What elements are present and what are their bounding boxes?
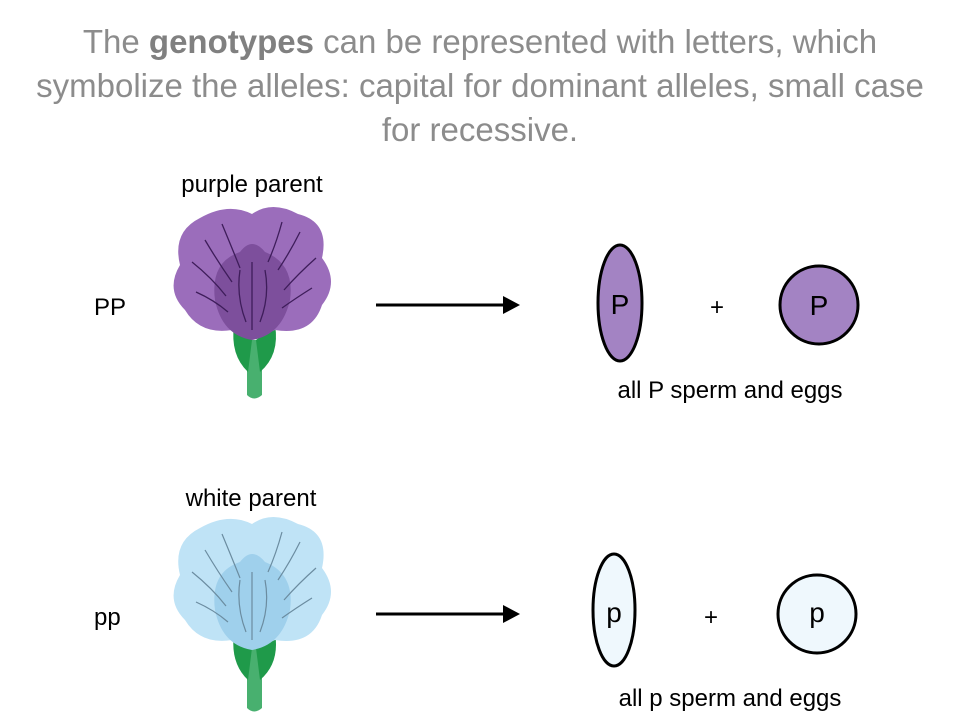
purple-egg-gamete xyxy=(778,264,860,346)
purple-plus-sign: + xyxy=(710,294,724,321)
purple-arrow xyxy=(376,296,520,314)
white-flower-icon xyxy=(173,517,331,712)
heading-text-end: can be represented with letters, which s… xyxy=(36,23,924,148)
white-parent-row: white parent pp p + p all p sperm and eg… xyxy=(94,485,858,712)
white-genotype-label: pp xyxy=(94,604,121,631)
white-caption: all p sperm and eggs xyxy=(619,685,842,712)
white-sperm-allele: p xyxy=(606,597,622,628)
white-egg-allele: p xyxy=(809,597,825,628)
purple-sperm-gamete xyxy=(596,243,644,363)
purple-sperm-allele: P xyxy=(611,289,630,320)
heading: The genotypes can be represented with le… xyxy=(20,20,940,152)
white-plus-sign: + xyxy=(704,604,718,631)
purple-genotype-label: PP xyxy=(94,294,126,321)
white-egg-gamete xyxy=(776,573,858,655)
purple-caption: all P sperm and eggs xyxy=(617,377,842,404)
purple-arrow-head xyxy=(503,296,520,314)
purple-parent-row: purple parent PP P + P all P sperm and e… xyxy=(94,171,860,404)
white-parent-label: white parent xyxy=(185,485,317,512)
heading-text-start: The xyxy=(82,23,149,60)
white-arrow xyxy=(376,605,520,623)
heading-emphasis: genotypes xyxy=(148,23,314,60)
white-arrow-head xyxy=(503,605,520,623)
purple-parent-label: purple parent xyxy=(181,171,323,198)
purple-veins xyxy=(191,221,317,330)
purple-flower-icon xyxy=(173,207,331,399)
white-veins xyxy=(191,531,317,640)
white-sperm-gamete xyxy=(591,552,637,668)
purple-egg-allele: P xyxy=(810,290,829,321)
